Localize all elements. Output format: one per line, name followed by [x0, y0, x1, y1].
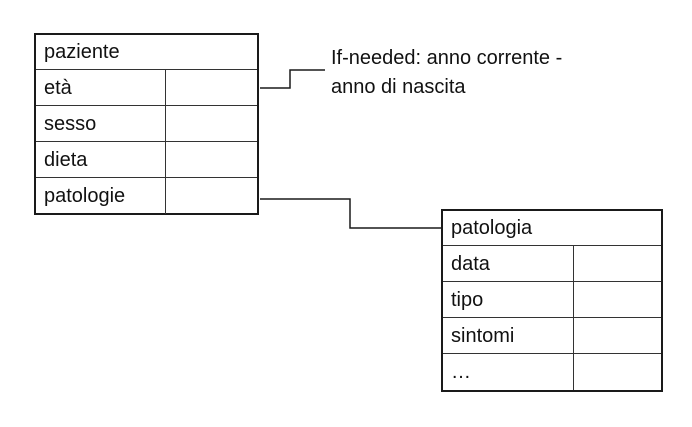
frame-patologia: patologia data tipo sintomi … — [441, 209, 663, 392]
slot-value — [574, 318, 661, 353]
annotation-line: If-needed: anno corrente - — [331, 47, 563, 69]
if-needed-annotation: If-needed: anno corrente - anno di nasci… — [331, 44, 562, 102]
slot-value — [166, 106, 257, 141]
slot-row-dieta: dieta — [36, 142, 257, 178]
slot-name: età — [36, 70, 166, 105]
slot-row-sintomi: sintomi — [443, 318, 661, 354]
slot-name: dieta — [36, 142, 166, 177]
frame-paziente: paziente età sesso dieta patologie — [34, 33, 259, 215]
slot-value — [166, 70, 257, 105]
slot-name: … — [443, 354, 574, 390]
slot-row-data: data — [443, 246, 661, 282]
slot-name: sintomi — [443, 318, 574, 353]
annotation-line: anno di nascita — [331, 76, 466, 98]
slot-row-sesso: sesso — [36, 106, 257, 142]
frame-title: patologia — [443, 211, 661, 246]
slot-value — [166, 178, 257, 214]
slot-row-patologie: patologie — [36, 178, 257, 214]
frame-title: paziente — [36, 35, 257, 70]
slot-value — [574, 246, 661, 281]
if-needed-connector — [260, 69, 325, 89]
slot-value — [574, 282, 661, 317]
slot-row-eta: età — [36, 70, 257, 106]
slot-name: sesso — [36, 106, 166, 141]
slot-value — [574, 354, 661, 390]
slot-name: tipo — [443, 282, 574, 317]
slot-name: data — [443, 246, 574, 281]
slot-name: patologie — [36, 178, 166, 214]
slot-row-ellipsis: … — [443, 354, 661, 390]
slot-row-tipo: tipo — [443, 282, 661, 318]
slot-value — [166, 142, 257, 177]
patologie-link-connector — [260, 198, 441, 229]
